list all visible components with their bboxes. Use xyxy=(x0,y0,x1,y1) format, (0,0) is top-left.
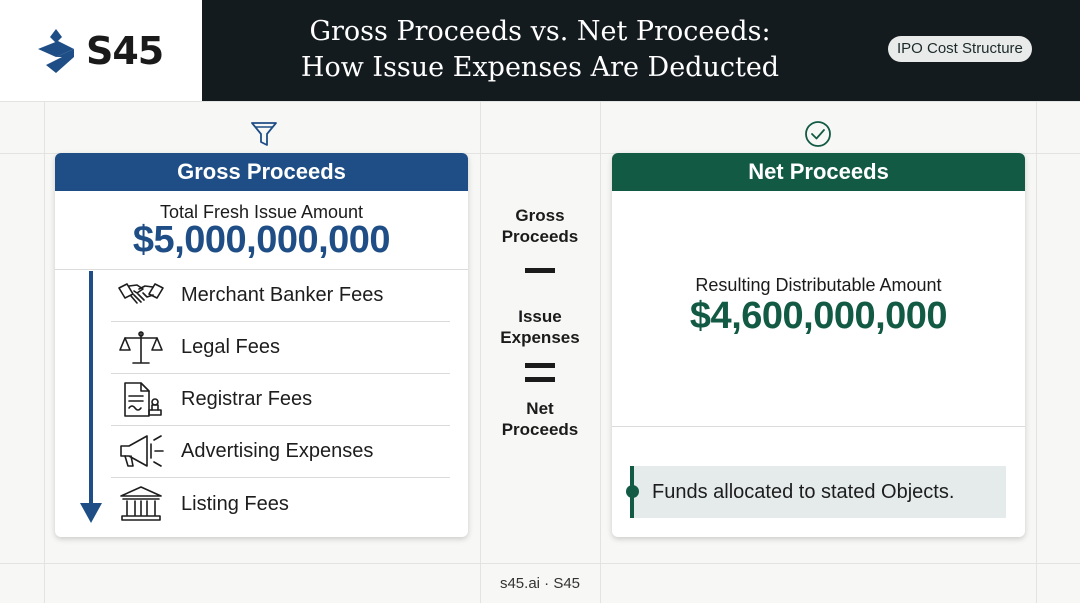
gross-card-title: Gross Proceeds xyxy=(55,153,468,191)
expense-item: Advertising Expenses xyxy=(111,426,450,478)
gross-proceeds-card: Gross Proceeds Total Fresh Issue Amount … xyxy=(55,153,468,537)
footer-credit: s45.ai · S45 xyxy=(499,575,581,592)
header-banner: Gross Proceeds vs. Net Proceeds: How Iss… xyxy=(202,0,1080,101)
scales-icon xyxy=(119,330,163,364)
net-proceeds-card: Net Proceeds Resulting Distributable Amo… xyxy=(612,153,1025,537)
institution-icon xyxy=(120,486,162,521)
equation-gross-proceeds: Gross Proceeds xyxy=(486,205,594,247)
handshake-icon xyxy=(118,282,164,304)
title-line-2: How Issue Expenses Are Deducted xyxy=(300,52,780,83)
deduction-arrow-head xyxy=(80,503,102,523)
deduction-arrow xyxy=(89,271,93,511)
document-stamp-icon xyxy=(124,381,162,417)
minus-sign xyxy=(525,268,555,273)
expense-label: Legal Fees xyxy=(181,336,280,358)
logo-text: S45 xyxy=(86,28,164,73)
logo-icon xyxy=(38,28,74,73)
grid-line xyxy=(0,563,1080,564)
net-card-title: Net Proceeds xyxy=(612,153,1025,191)
allocation-note: Funds allocated to stated Objects. xyxy=(626,466,1006,518)
equation-term-line: Gross xyxy=(515,206,565,225)
equation-issue-expenses: Issue Expenses xyxy=(486,306,594,348)
category-tag: IPO Cost Structure xyxy=(888,36,1032,62)
grid-line xyxy=(0,101,1080,102)
funnel-icon xyxy=(251,122,277,146)
equation-term-line: Proceeds xyxy=(501,227,579,246)
total-issue-label: Total Fresh Issue Amount xyxy=(159,202,364,222)
equation-term-line: Issue xyxy=(518,307,562,326)
expense-label: Registrar Fees xyxy=(181,388,313,410)
equation-term-line: Net xyxy=(526,399,554,418)
expense-label: Merchant Banker Fees xyxy=(181,284,384,306)
divider xyxy=(612,426,1025,427)
grid-line xyxy=(1036,101,1037,603)
equals-sign-top xyxy=(525,363,555,368)
grid-line xyxy=(0,153,1080,154)
total-issue-value: $5,000,000,000 xyxy=(132,219,391,261)
page-title: Gross Proceeds vs. Net Proceeds: How Iss… xyxy=(202,14,878,86)
result-value: $4,600,000,000 xyxy=(689,295,948,337)
allocation-bullet xyxy=(626,485,639,498)
checkmark-circle-icon xyxy=(805,121,831,147)
expense-item: Merchant Banker Fees xyxy=(111,270,450,322)
expense-item: Registrar Fees xyxy=(111,374,450,426)
expense-item: Listing Fees xyxy=(111,478,450,530)
grid-line xyxy=(480,101,481,603)
megaphone-icon xyxy=(120,434,164,467)
equation-term-line: Expenses xyxy=(500,328,580,347)
result-label: Resulting Distributable Amount xyxy=(695,275,942,295)
equals-sign-bottom xyxy=(525,377,555,382)
equation-net-proceeds: Net Proceeds xyxy=(486,398,594,440)
expense-label: Listing Fees xyxy=(181,492,289,515)
expense-label: Advertising Expenses xyxy=(181,440,374,462)
equation-term-line: Proceeds xyxy=(501,420,579,439)
divider xyxy=(55,269,468,270)
title-line-1: Gross Proceeds vs. Net Proceeds: xyxy=(309,16,771,47)
allocation-text: Funds allocated to stated Objects. xyxy=(652,480,955,503)
brand-area: S45 xyxy=(0,0,202,101)
grid-line xyxy=(44,101,45,603)
expense-item: Legal Fees xyxy=(111,322,450,374)
grid-line xyxy=(600,101,601,603)
